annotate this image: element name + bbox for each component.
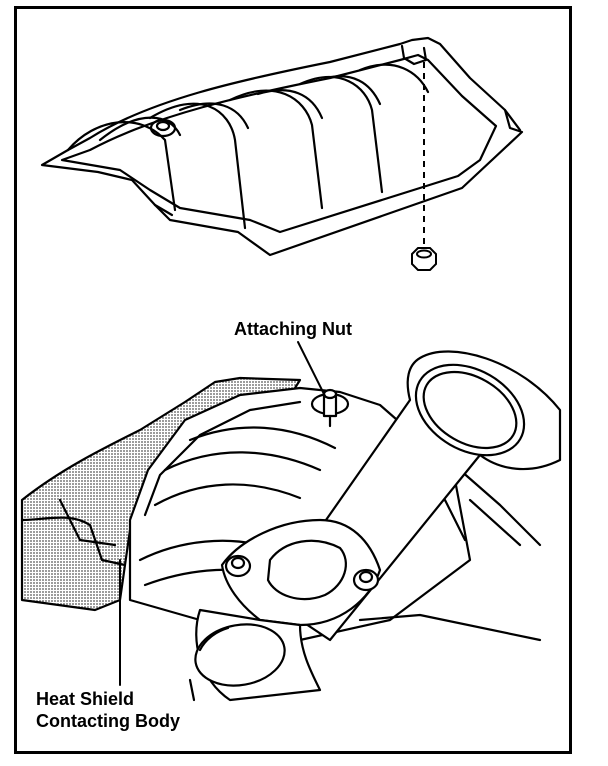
attaching-nut-leader — [297, 341, 326, 397]
mount-slot — [400, 44, 428, 66]
shield-rib — [256, 89, 324, 120]
heat-shield-label-line2: Contacting Body — [36, 711, 180, 731]
heat-shield-top-view — [40, 36, 524, 257]
shield-rib — [148, 102, 247, 230]
flange-bolt — [224, 554, 252, 578]
hex-nut — [411, 247, 437, 271]
shield-rib — [228, 89, 324, 210]
heat-shield-label-line1: Heat Shield — [36, 689, 135, 709]
shield-flange — [40, 36, 524, 257]
exhaust-flange — [220, 518, 382, 627]
shield-rib — [298, 75, 384, 194]
mount-boss — [149, 118, 177, 138]
shield-rib — [178, 102, 250, 130]
installed-view — [20, 341, 562, 702]
attaching-nut-label: Attaching Nut — [234, 319, 352, 339]
flange-bolt — [352, 568, 380, 592]
attaching-nut-stud — [310, 388, 350, 428]
heat-shield-label: Heat Shield Contacting Body — [36, 688, 180, 732]
shield-rib — [324, 75, 382, 106]
